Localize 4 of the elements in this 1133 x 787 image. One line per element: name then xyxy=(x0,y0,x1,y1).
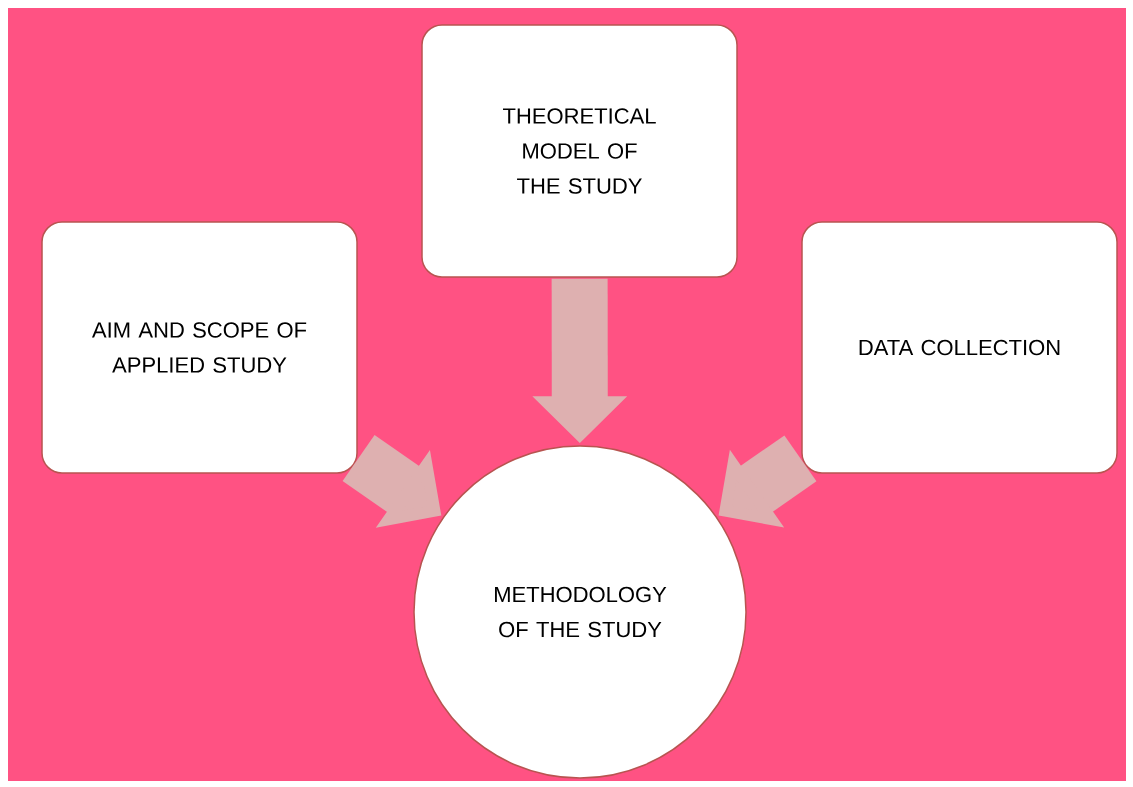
process-box: DATA COLLECTION xyxy=(801,221,1118,474)
process-box: THEORETICAL MODEL OF THE STUDY xyxy=(421,24,738,278)
circle-node: METHODOLOGY OF THE STUDY xyxy=(413,445,747,779)
process-box: AIM AND SCOPE OF APPLIED STUDY xyxy=(41,221,358,474)
